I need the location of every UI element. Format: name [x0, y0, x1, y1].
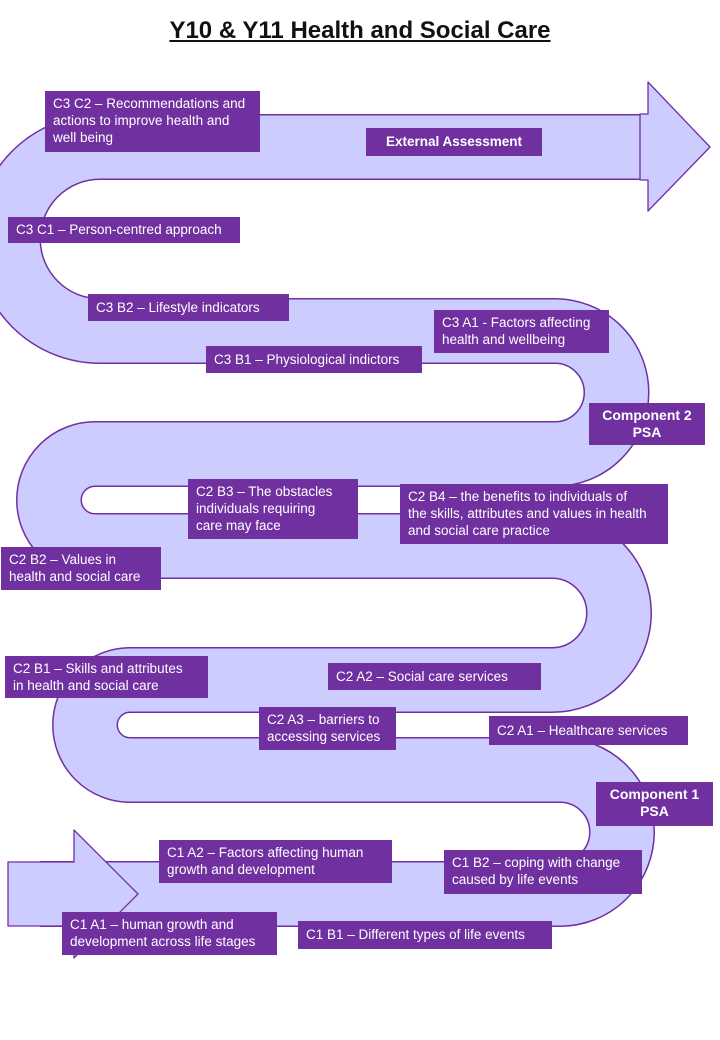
c3-a1-line-1: C3 A1 - Factors affecting: [442, 315, 591, 330]
c3-c2-line-3: well being: [53, 130, 114, 145]
c1-b2-line-2: caused by life events: [452, 872, 579, 887]
c2-b2-line-2: health and social care: [9, 569, 141, 584]
c1-b2-line-1: C1 B2 – coping with change: [452, 855, 621, 870]
component-1-psa-box: Component 1 PSA: [596, 782, 713, 826]
c3-c1-label: C3 C1 – Person-centred approach: [16, 222, 222, 237]
c2-a3-line-2: accessing services: [267, 729, 381, 744]
road-fill: [0, 115, 660, 926]
component-1-line-1: Component 1: [609, 786, 700, 802]
c1-a1-line-2: development across life stages: [70, 934, 256, 949]
c2-a1-healthcare-box: C2 A1 – Healthcare services: [489, 716, 688, 745]
c2-b4-line-2: the skills, attributes and values in hea…: [408, 506, 647, 521]
c2-b1-skills-box: C2 B1 – Skills and attributes in health …: [5, 656, 208, 698]
c3-c1-person-centred-box: C3 C1 – Person-centred approach: [8, 217, 240, 243]
c2-b1-line-2: in health and social care: [13, 678, 159, 693]
c2-b2-line-1: C2 B2 – Values in: [9, 552, 117, 567]
c1-a1-line-1: C1 A1 – human growth and: [70, 917, 234, 932]
c1-b1-label: C1 B1 – Different types of life events: [306, 927, 525, 942]
c2-b4-line-1: C2 B4 – the benefits to individuals of: [408, 489, 628, 504]
component-2-line-2: PSA: [632, 424, 662, 440]
c2-b4-line-3: and social care practice: [408, 523, 550, 538]
c3-b1-physiological-box: C3 B1 – Physiological indictors: [206, 346, 422, 373]
c1-b1-life-events-box: C1 B1 – Different types of life events: [298, 921, 552, 949]
c3-c2-line-1: C3 C2 – Recommendations and: [53, 96, 246, 111]
c2-a2-social-care-box: C2 A2 – Social care services: [328, 663, 541, 690]
c2-b2-values-box: C2 B2 – Values in health and social care: [1, 547, 161, 590]
c3-b2-label: C3 B2 – Lifestyle indicators: [96, 300, 260, 315]
c1-a2-line-2: growth and development: [167, 862, 315, 877]
c3-b1-label: C3 B1 – Physiological indictors: [214, 352, 400, 367]
c2-b1-line-1: C2 B1 – Skills and attributes: [13, 661, 183, 676]
c3-c2-line-2: actions to improve health and: [53, 113, 230, 128]
c2-a2-label: C2 A2 – Social care services: [336, 669, 508, 684]
page-title: Y10 & Y11 Health and Social Care: [169, 17, 551, 44]
c2-b3-obstacles-box: C2 B3 – The obstacles individuals requir…: [188, 479, 358, 539]
component-2-line-1: Component 2: [602, 407, 692, 423]
external-assessment-box: External Assessment: [366, 128, 542, 156]
external-assessment-label: External Assessment: [385, 134, 523, 149]
c2-b3-line-2: individuals requiring: [196, 501, 316, 516]
component-1-line-2: PSA: [640, 803, 669, 819]
c2-b4-benefits-box: C2 B4 – the benefits to individuals of t…: [400, 484, 668, 544]
c3-b2-lifestyle-box: C3 B2 – Lifestyle indicators: [88, 294, 289, 321]
c1-b2-coping-box: C1 B2 – coping with change caused by lif…: [444, 850, 642, 894]
c2-a3-line-1: C2 A3 – barriers to: [267, 712, 380, 727]
c2-b3-line-1: C2 B3 – The obstacles: [196, 484, 333, 499]
c2-a1-label: C2 A1 – Healthcare services: [497, 723, 668, 738]
c3-a1-factors-box: C3 A1 - Factors affecting health and wel…: [434, 310, 609, 353]
c1-a2-line-1: C1 A2 – Factors affecting human: [167, 845, 364, 860]
c1-a2-factors-box: C1 A2 – Factors affecting human growth a…: [159, 840, 392, 883]
c2-b3-line-3: care may face: [196, 518, 281, 533]
c2-a3-barriers-box: C2 A3 – barriers to accessing services: [259, 707, 396, 750]
c3-c2-recommendations-box: C3 C2 – Recommendations and actions to i…: [45, 91, 260, 152]
c1-a1-growth-box: C1 A1 – human growth and development acr…: [62, 912, 277, 955]
component-2-psa-box: Component 2 PSA: [589, 403, 705, 445]
end-arrow-head: [639, 81, 711, 212]
c3-a1-line-2: health and wellbeing: [442, 332, 566, 347]
